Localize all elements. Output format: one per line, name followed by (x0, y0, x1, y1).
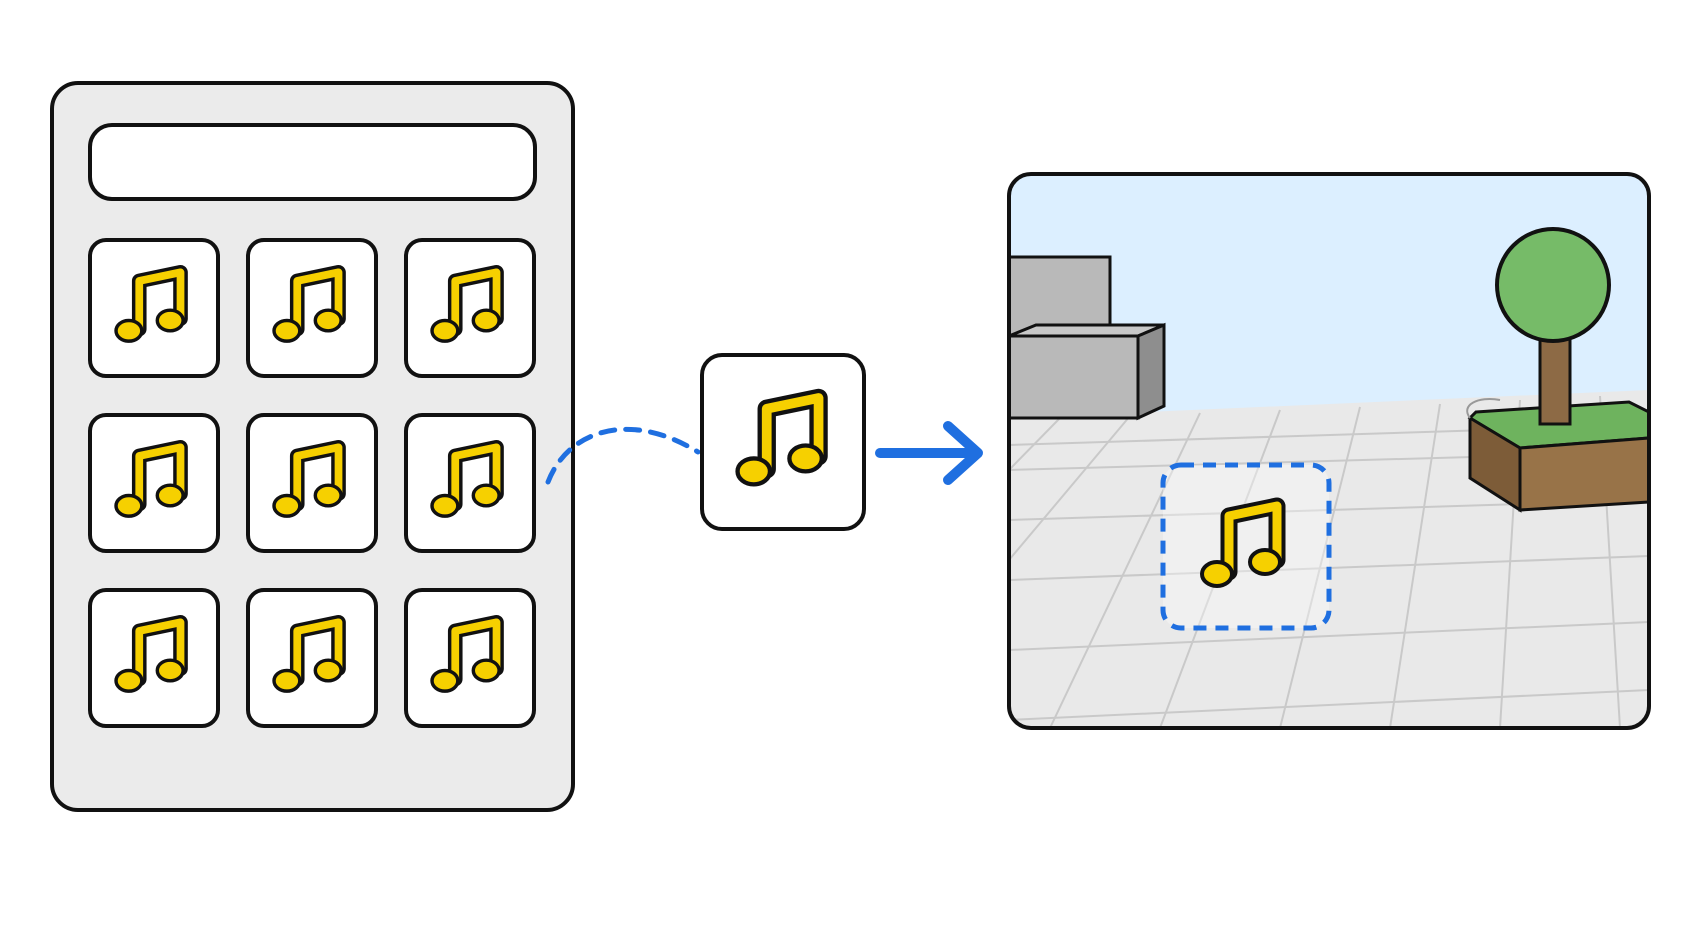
library-item-tile[interactable] (246, 238, 378, 378)
library-item-tile[interactable] (404, 413, 536, 553)
placed-item-selection[interactable] (1160, 462, 1332, 631)
library-item-tile[interactable] (246, 588, 378, 728)
dragged-item-tile[interactable] (700, 353, 866, 531)
arrow-right-icon (875, 421, 983, 485)
floor-grid-line (1389, 403, 1441, 728)
scene-viewport-frame (1007, 172, 1651, 730)
library-item-tile[interactable] (404, 238, 536, 378)
scene-viewport (1007, 172, 1651, 730)
tree (1495, 227, 1611, 426)
library-item-tile[interactable] (404, 588, 536, 728)
floor-grid-line (1009, 417, 1061, 471)
library-item-tile[interactable] (88, 588, 220, 728)
asset-library-panel (50, 81, 575, 812)
library-item-tile[interactable] (88, 238, 220, 378)
floor-grid-line (1009, 689, 1649, 721)
floor-grid-line (1279, 406, 1361, 728)
library-search-bar[interactable] (88, 123, 537, 201)
library-item-tile[interactable] (246, 413, 378, 553)
floor-grid-line (1009, 415, 1131, 561)
library-grid (88, 238, 536, 728)
floor-grid-line (1009, 621, 1649, 651)
drag-path (545, 426, 701, 485)
library-item-tile[interactable] (88, 413, 220, 553)
gray-block-front (1009, 322, 1166, 421)
